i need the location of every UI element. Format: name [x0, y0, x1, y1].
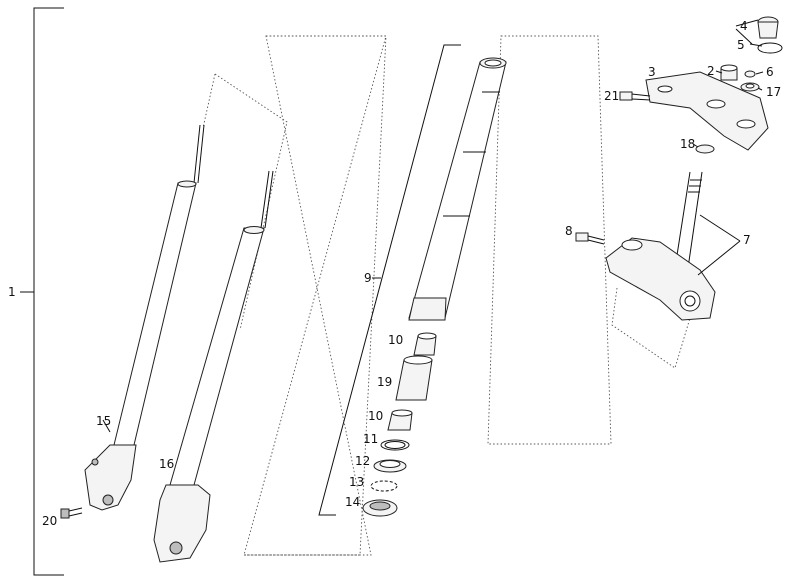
callout-14: 14 — [345, 495, 360, 509]
callout-4: 4 — [740, 19, 748, 33]
callout-13: 13 — [349, 475, 364, 489]
callout-7: 7 — [743, 233, 751, 247]
callout-2: 2 — [707, 64, 715, 78]
bolt-20 — [60, 507, 83, 519]
callout-labels: 1 2 3 4 5 6 7 8 9 10 10 11 12 13 14 15 1… — [8, 19, 781, 528]
callout-1: 1 — [8, 285, 16, 299]
callout-3: 3 — [648, 65, 656, 79]
callout-9: 9 — [364, 271, 372, 285]
callout-12: 12 — [355, 454, 370, 468]
callout-5: 5 — [737, 38, 745, 52]
fork-leg-right — [153, 170, 274, 563]
fork-leg-left — [84, 124, 205, 511]
bushings-and-seals — [362, 332, 437, 517]
main-assembly-bracket — [20, 7, 64, 576]
callout-16: 16 — [159, 457, 174, 471]
callout-18: 18 — [680, 137, 695, 151]
steering-stem-7 — [575, 144, 716, 321]
callout-20: 20 — [42, 514, 57, 528]
callout-15: 15 — [96, 414, 111, 428]
callout-21: 21 — [604, 89, 619, 103]
callout-17: 17 — [766, 85, 781, 99]
top-clamp-3 — [619, 16, 783, 151]
callout-11: 11 — [363, 432, 378, 446]
callout-6: 6 — [766, 65, 774, 79]
callout-19: 19 — [377, 375, 392, 389]
inner-tube-9 — [318, 44, 507, 516]
assembly-guides — [202, 35, 691, 556]
callout-8: 8 — [565, 224, 573, 238]
leader-lines — [102, 19, 764, 433]
callout-10-lower: 10 — [368, 409, 383, 423]
callout-10-upper: 10 — [388, 333, 403, 347]
